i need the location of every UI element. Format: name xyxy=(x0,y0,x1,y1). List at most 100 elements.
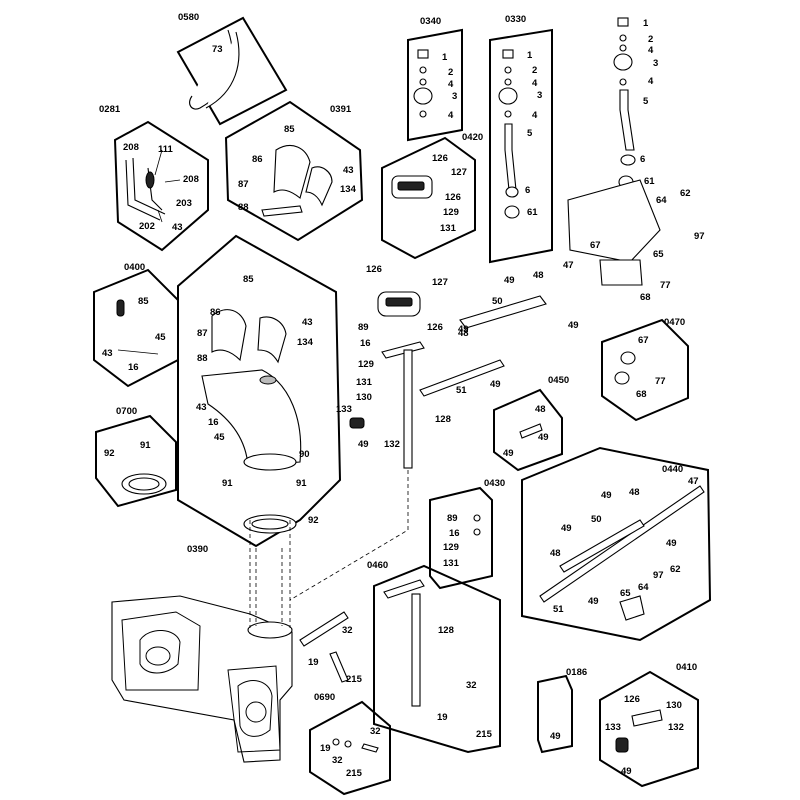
part-label-92: 92 xyxy=(308,515,319,526)
part-label-64: 64 xyxy=(656,195,667,206)
part-label-97: 97 xyxy=(653,570,664,581)
part-label-67: 67 xyxy=(590,240,601,251)
part-label-49: 49 xyxy=(621,766,632,777)
part-label-47: 47 xyxy=(563,260,574,271)
part-label-86: 86 xyxy=(210,307,221,318)
part-label-4: 4 xyxy=(532,110,538,121)
part-label-19: 19 xyxy=(437,712,448,723)
group-label-0430: 0430 xyxy=(484,478,505,489)
part-label-43: 43 xyxy=(343,165,354,176)
group-0186[interactable]: 0186 49 xyxy=(537,667,587,754)
part-label-126: 126 xyxy=(427,322,443,333)
group-0440[interactable]: 0440 47 49 48 50 49 49 48 97 62 64 65 49… xyxy=(521,446,712,642)
cap-part xyxy=(417,49,429,59)
part-label-77: 77 xyxy=(660,280,671,291)
part-label-49: 49 xyxy=(504,275,515,286)
part-label-131: 131 xyxy=(443,558,460,569)
part-label-49: 49 xyxy=(588,596,599,607)
part-label-129: 129 xyxy=(443,542,459,553)
part-label-87: 87 xyxy=(197,328,208,339)
part-label-16: 16 xyxy=(128,362,139,373)
part-label-215: 215 xyxy=(476,729,493,740)
part-label-1: 1 xyxy=(442,52,448,63)
part-label-32: 32 xyxy=(466,680,477,691)
part-label-5: 5 xyxy=(527,128,533,139)
part-label-16: 16 xyxy=(360,338,371,349)
part-label-132: 132 xyxy=(384,439,400,450)
deflector-part xyxy=(273,145,311,199)
group-0281[interactable]: 0281 208 111 208 203 202 43 xyxy=(99,104,209,252)
part-label-215: 215 xyxy=(346,768,363,779)
part-label-126: 126 xyxy=(624,694,640,705)
part-label-208: 208 xyxy=(183,174,199,185)
spring-part xyxy=(116,299,125,317)
group-label-0700: 0700 xyxy=(116,406,137,417)
group-label-0186: 0186 xyxy=(566,667,587,678)
crank-assembly[interactable]: 1 2 4 3 4 5 6 61 62 64 97 65 67 47 77 68 xyxy=(563,17,705,303)
group-0700[interactable]: 0700 91 92 xyxy=(95,406,177,508)
part-label-2: 2 xyxy=(532,65,537,76)
part-label-49: 49 xyxy=(358,439,369,450)
part-label-2: 2 xyxy=(448,67,453,78)
part-label-49: 49 xyxy=(538,432,549,443)
part-label-5: 5 xyxy=(643,96,649,107)
group-0420[interactable]: 0420 126 127 126 129 131 xyxy=(381,132,483,260)
part-label-88: 88 xyxy=(238,202,249,213)
part-label-89: 89 xyxy=(358,322,369,333)
part-label-134: 134 xyxy=(297,337,314,348)
group-label-0450: 0450 xyxy=(548,375,569,386)
part-label-49: 49 xyxy=(601,490,612,501)
group-label-0410: 0410 xyxy=(676,662,697,673)
part-label-49: 49 xyxy=(568,320,579,331)
part-label-16: 16 xyxy=(208,417,219,428)
group-0450[interactable]: 0450 48 49 49 xyxy=(493,375,569,472)
group-0690[interactable]: 0690 32 19 32 215 xyxy=(309,692,391,796)
group-0330[interactable]: 0330 1 2 4 3 4 5 6 61 xyxy=(489,14,553,264)
part-label-32: 32 xyxy=(370,726,381,737)
chute-part xyxy=(201,369,302,467)
housing-part xyxy=(111,595,293,763)
group-label-0420: 0420 xyxy=(462,132,483,143)
part-label-3: 3 xyxy=(653,58,658,69)
part-label-68: 68 xyxy=(640,292,651,303)
auger-housing[interactable]: 32 19 215 xyxy=(111,520,363,763)
group-0340[interactable]: 0340 1 2 4 3 4 xyxy=(407,16,463,142)
part-label-202: 202 xyxy=(139,221,155,232)
part-label-62: 62 xyxy=(680,188,691,199)
part-label-128: 128 xyxy=(435,414,451,425)
part-label-48: 48 xyxy=(535,404,546,415)
part-label-130: 130 xyxy=(666,700,682,711)
shaft-part xyxy=(504,123,517,191)
group-0470[interactable]: 0470 67 77 68 xyxy=(601,317,689,422)
part-label-127: 127 xyxy=(451,167,467,178)
part-label-50: 50 xyxy=(591,514,602,525)
group-label-0400: 0400 xyxy=(124,262,145,273)
part-label-85: 85 xyxy=(284,124,295,135)
part-label-87: 87 xyxy=(238,179,249,190)
part-label-48: 48 xyxy=(550,548,561,559)
group-0460[interactable]: 0460 128 32 19 215 xyxy=(367,560,501,754)
group-label-0330: 0330 xyxy=(505,14,526,25)
part-label-49: 49 xyxy=(458,324,469,335)
part-label-133: 133 xyxy=(336,404,352,415)
part-label-43: 43 xyxy=(102,348,113,359)
part-label-203: 203 xyxy=(176,198,192,209)
group-0410[interactable]: 0410 126 130 133 132 49 xyxy=(599,662,699,788)
center-linkage[interactable]: 126 127 89 126 16 129 131 130 133 128 49… xyxy=(289,264,579,601)
part-label-131: 131 xyxy=(356,377,373,388)
part-label-208: 208 xyxy=(123,142,139,153)
part-label-128: 128 xyxy=(438,625,454,636)
group-0580[interactable]: 0580 73 xyxy=(176,12,288,126)
group-0400[interactable]: 0400 85 45 43 16 xyxy=(93,262,179,388)
spring-part xyxy=(145,171,155,189)
part-label-88: 88 xyxy=(197,353,208,364)
group-0390[interactable]: 0390 85 86 43 87 134 88 43 16 45 90 91 9… xyxy=(177,234,342,555)
part-label-133: 133 xyxy=(605,722,621,733)
group-label-0281: 0281 xyxy=(99,104,121,115)
group-0430[interactable]: 0430 89 16 129 131 xyxy=(429,478,505,590)
part-label-61: 61 xyxy=(644,176,655,187)
part-label-49: 49 xyxy=(561,523,572,534)
group-0391[interactable]: 0391 85 86 43 87 134 88 xyxy=(224,100,364,242)
part-label-89: 89 xyxy=(447,513,458,524)
